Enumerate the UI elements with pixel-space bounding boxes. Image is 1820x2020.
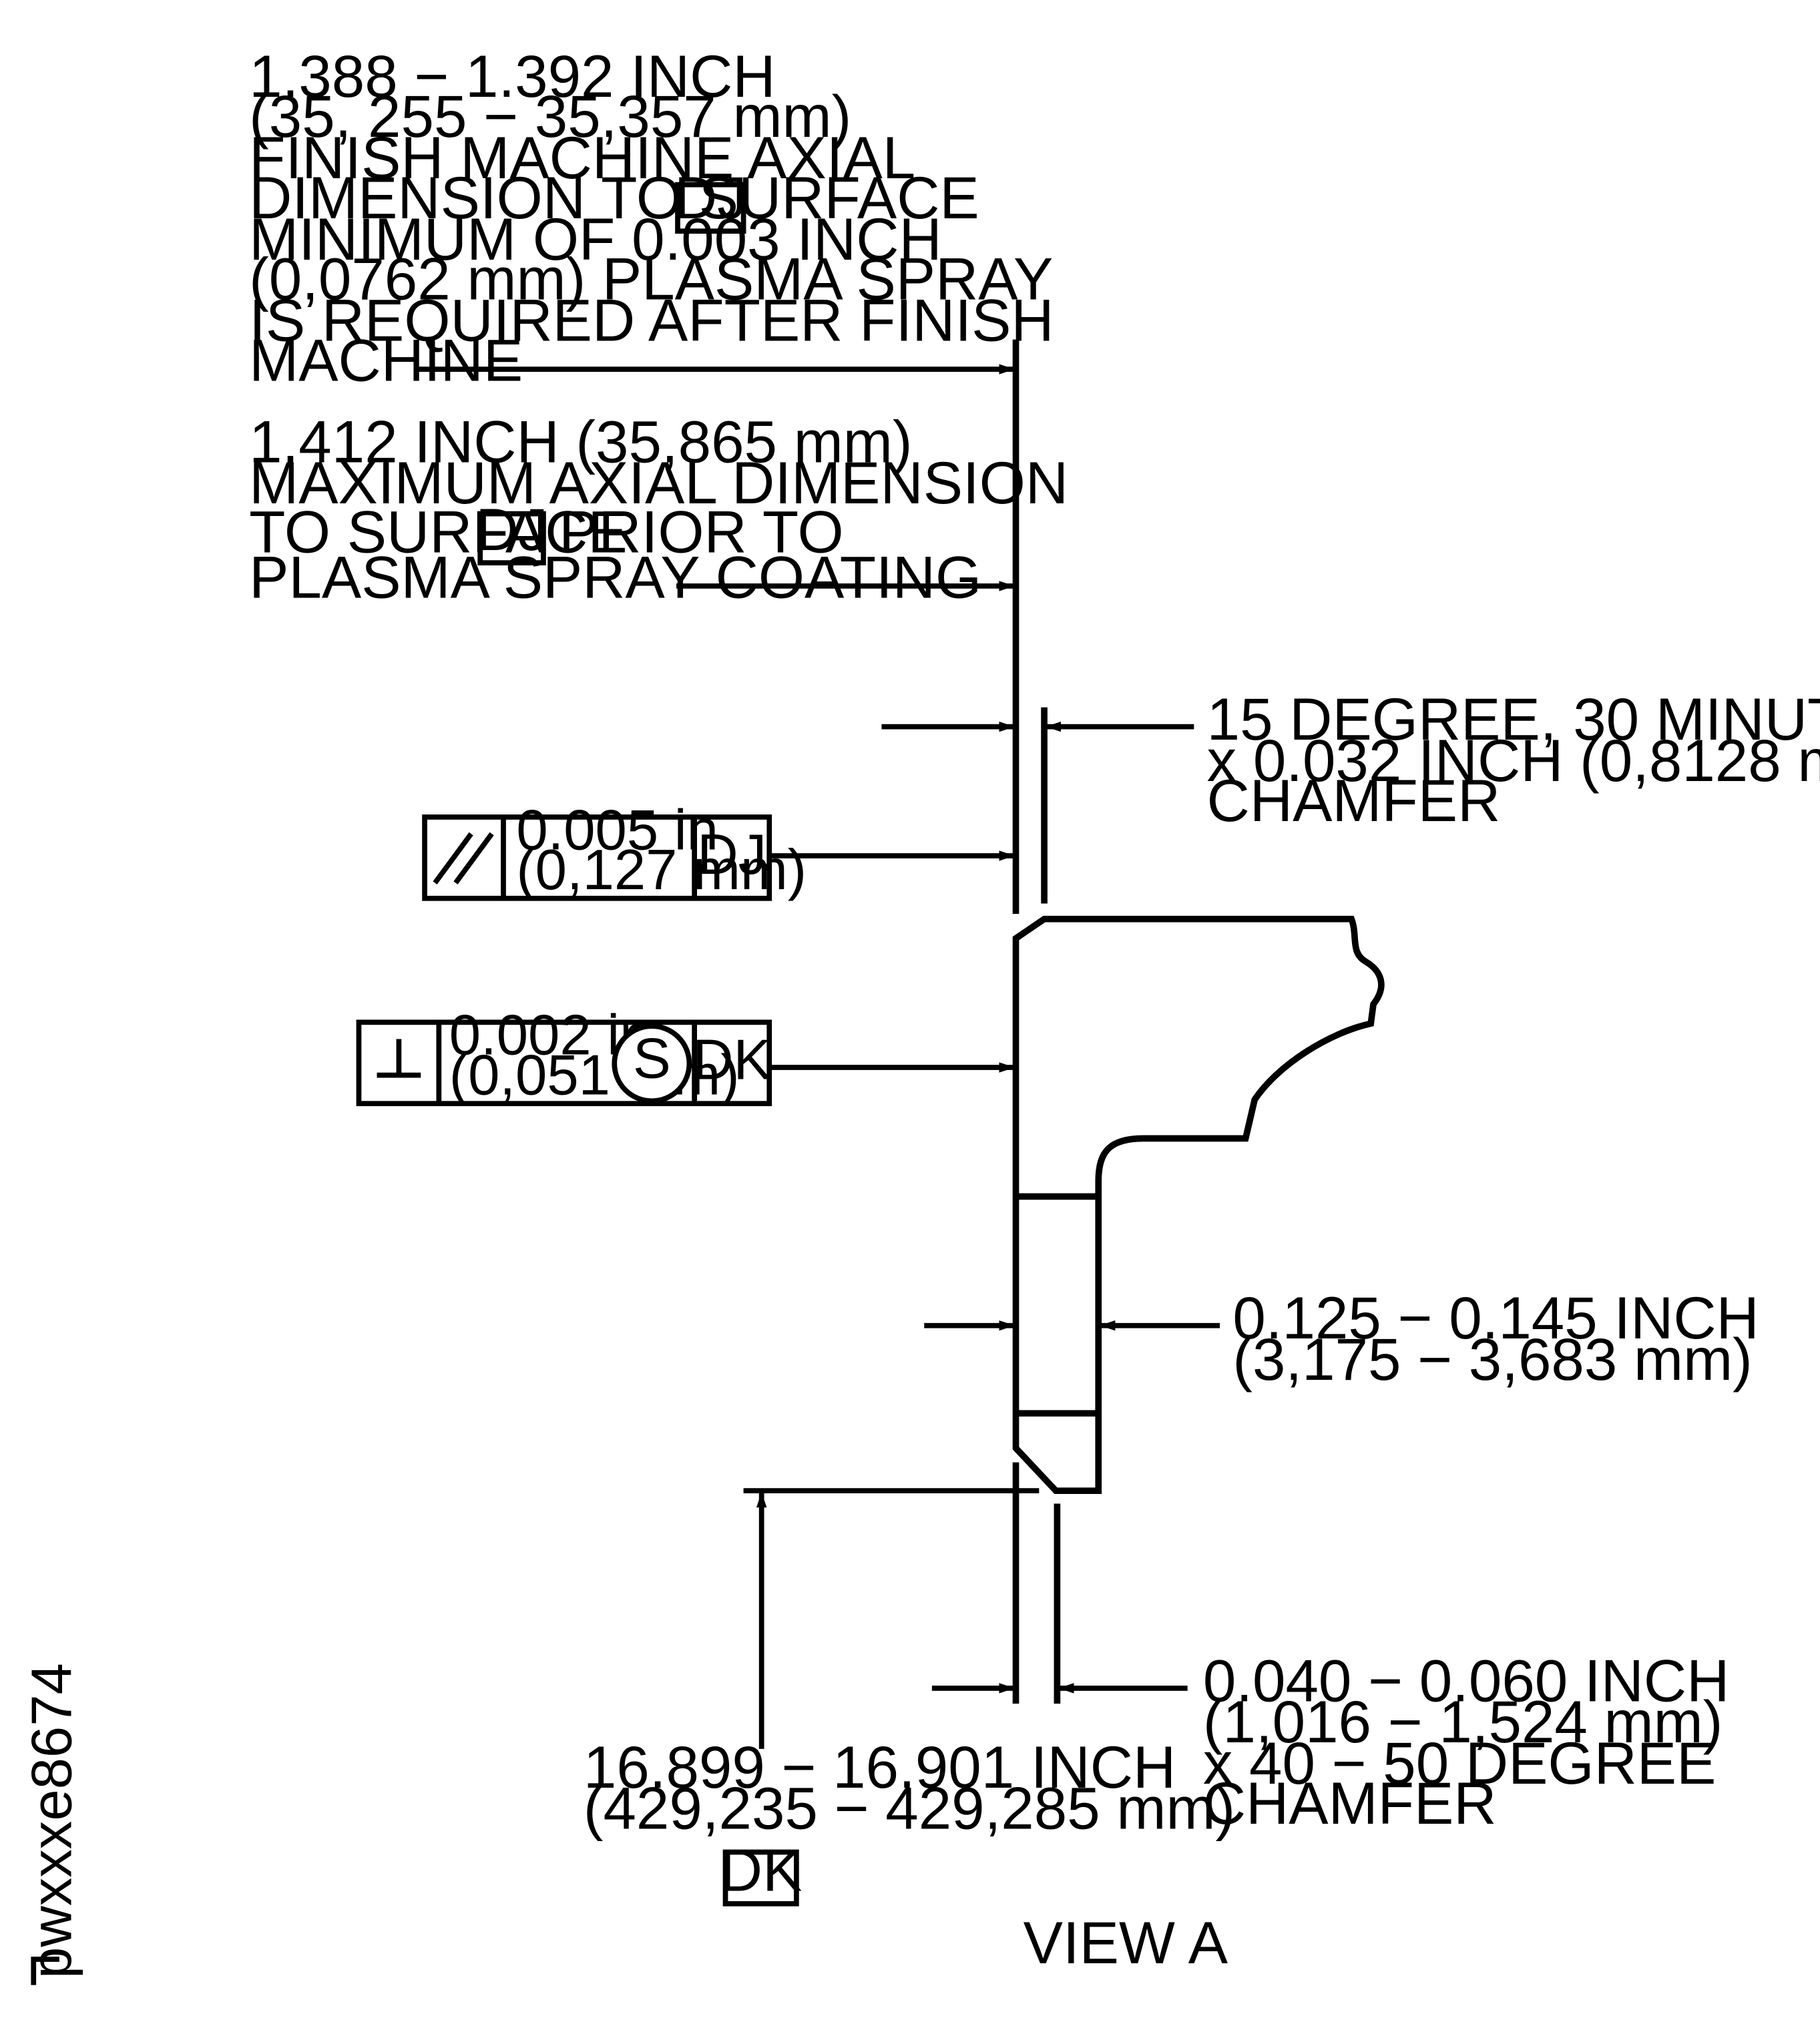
callout-text: (429,235 − 429,285 mm) [584, 1775, 1235, 1842]
fcf-frame [356, 1019, 772, 1107]
figure-id-text: pwxxxe8674 [20, 1663, 83, 1979]
fcf-datum: DK [692, 1028, 771, 1091]
callout-text: PLASMA SPRAY COATING [249, 543, 981, 610]
perpendicularity-icon [377, 1039, 421, 1078]
callout-text: (35, 255 − 35,357 mm) [249, 83, 851, 150]
part-profile [1012, 915, 1385, 1494]
datum-box-dj [477, 511, 546, 565]
callout-text: 0.125 − 0.145 INCH [1232, 1284, 1759, 1351]
callout-text: MACHINE [249, 327, 523, 394]
rfs-modifier: S [633, 1027, 671, 1091]
parallelism-fcf: 0.005 in (0,127 mm) DJ [422, 798, 1015, 902]
callout-text: CHAMFER [1203, 1770, 1497, 1836]
callout-text: TO SURFACE [249, 499, 628, 565]
fcf-tolerance-metric: (0,127 mm) [516, 838, 807, 902]
chamfer-bottom-callout: 0.040 − 0.060 INCH (1,016 − 1,524 mm) x … [931, 1462, 1729, 1836]
datum-box-dj [675, 182, 746, 234]
max-axial-callout: 1.412 INCH (35,865 mm) MAXIMUM AXIAL DIM… [249, 408, 1068, 610]
callout-text: FINISH MACHINE AXIAL [249, 124, 915, 191]
thickness-callout: 0.125 − 0.145 INCH (3,175 − 3,683 mm) [924, 1284, 1759, 1393]
chamfer-top-callout: 15 DEGREE, 30 MINUTE x 0.032 INCH (0,812… [881, 686, 1820, 904]
callout-text: MINIMUM OF 0.003 INCH [249, 206, 942, 272]
datum-label-dk: DK [720, 1837, 803, 1904]
callout-text: x 0.032 INCH (0,8128 mm) [1207, 727, 1820, 794]
callout-text: IS REQUIRED AFTER FINISH [249, 287, 1054, 354]
callout-text: x 40 − 50 DEGREE [1203, 1730, 1717, 1796]
diameter-callout: 16.899 − 16.901 INCH (429,235 − 429,285 … [584, 1488, 1235, 1907]
callout-text: PRIOR TO [559, 499, 844, 565]
fcf-tolerance-metric: (0,051 mm) [449, 1044, 740, 1107]
callout-text: 1.388 − 1.392 INCH [249, 43, 775, 109]
callout-text: (3,175 − 3,683 mm) [1232, 1326, 1752, 1393]
callout-text: DIMENSION TO SURFACE [249, 164, 979, 231]
view-title: VIEW A [1023, 1909, 1228, 1976]
callout-text: CHAMFER [1207, 767, 1501, 834]
fcf-datum: DJ [697, 823, 766, 887]
callout-text: (1,016 − 1,524 mm) [1203, 1688, 1723, 1755]
callout-text: 0.040 − 0.060 INCH [1203, 1647, 1729, 1714]
callout-text: 1.412 INCH (35,865 mm) [249, 408, 912, 475]
finish-machine-callout: 1.388 − 1.392 INCH (35, 255 − 35,357 mm)… [249, 43, 1054, 393]
callout-text: MAXIMUM AXIAL DIMENSION [249, 449, 1068, 516]
callout-text: (0,0762 mm) PLASMA SPRAY [249, 246, 1053, 312]
datum-box-dk [722, 1849, 799, 1907]
callout-text: 15 DEGREE, 30 MINUTE [1207, 686, 1820, 752]
perpendicularity-fcf: 0.002 in (0,051 mm) S DK [356, 1004, 1015, 1107]
fcf-tolerance: 0.005 in [516, 798, 718, 862]
datum-label-dj: DJ [674, 164, 747, 231]
callout-text: 16.899 − 16.901 INCH [584, 1734, 1176, 1800]
datum-label-dj: DJ [475, 496, 548, 563]
figure-id: pwxxxe8674 [20, 1663, 83, 1985]
parallelism-icon [433, 832, 494, 885]
corner-mark [31, 1957, 59, 1985]
rfs-modifier-circle [612, 1023, 692, 1104]
